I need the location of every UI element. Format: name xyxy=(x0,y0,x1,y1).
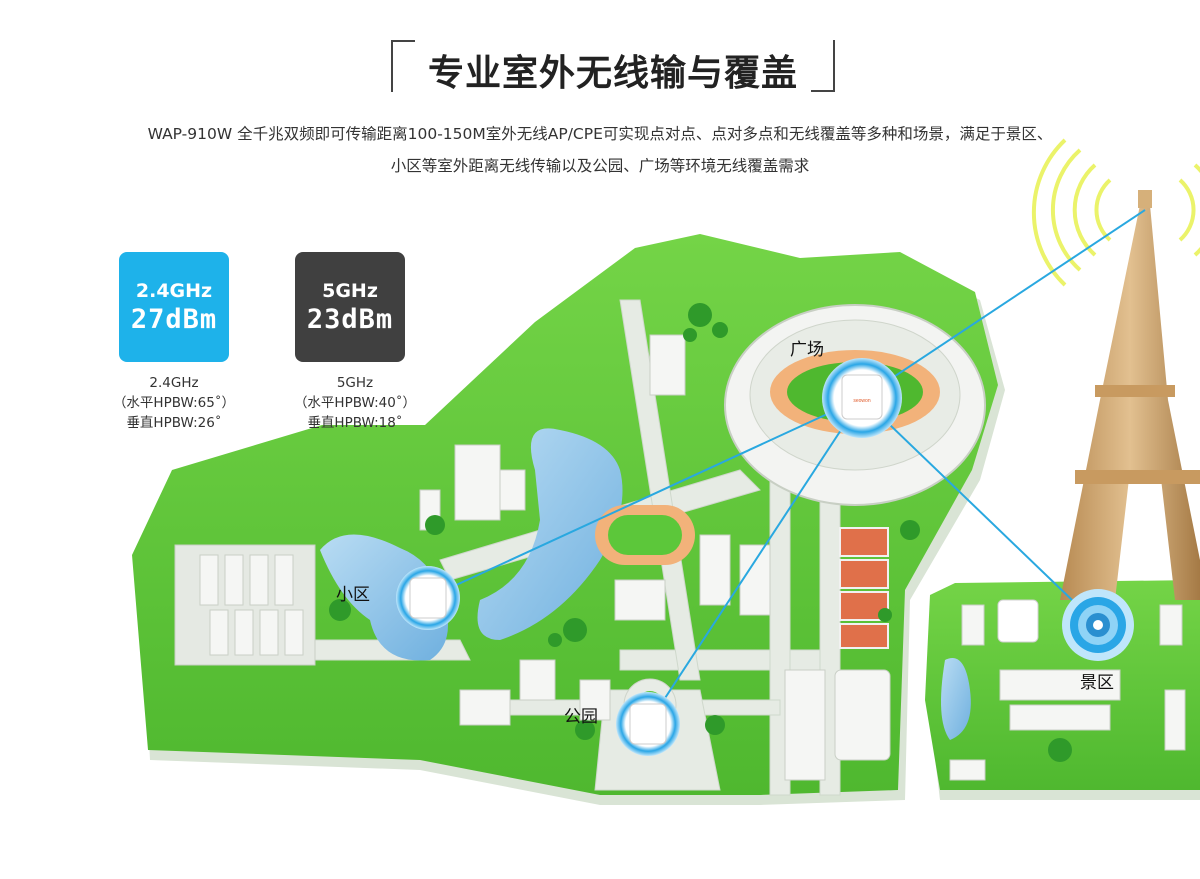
spec-2g-vertical: 垂直HPBW:26˚ xyxy=(126,415,222,431)
spec-2g-horizontal: （水平HPBW:65˚） xyxy=(112,395,236,411)
spec-5g-frequency: 5GHz xyxy=(336,375,374,391)
badge-5g-frequency: 5GHz xyxy=(322,280,378,302)
description-line-2: 小区等室外距离无线传输以及公园、广场等环境无线覆盖需求 xyxy=(390,157,810,175)
label-park: 公园 xyxy=(564,707,598,727)
tower-illustration xyxy=(1060,190,1200,600)
spec-5g-horizontal: （水平HPBW:40˚） xyxy=(293,395,417,411)
label-plaza: 广场 xyxy=(790,340,824,360)
small-field xyxy=(608,515,682,555)
water-river xyxy=(477,428,623,640)
badge-2g-power: 27dBm xyxy=(130,304,218,335)
device-scenic xyxy=(997,599,1039,643)
scenic-target-icon xyxy=(1062,589,1134,661)
section-title: 专业室外无线输与覆盖 xyxy=(427,53,798,94)
label-scenic: 景区 xyxy=(1080,673,1114,693)
band-spec-5g: 5GHz （水平HPBW:40˚） 垂直HPBW:18˚ xyxy=(280,373,430,433)
title-bracket-left xyxy=(391,40,415,92)
water-lake xyxy=(320,534,448,661)
signal-arcs xyxy=(1031,138,1200,287)
ap-community xyxy=(396,566,460,630)
band-spec-2g: 2.4GHz （水平HPBW:65˚） 垂直HPBW:26˚ xyxy=(99,373,249,433)
svg-text:seowon: seowon xyxy=(853,398,870,404)
tennis-courts xyxy=(839,527,889,649)
ap-park xyxy=(616,692,680,756)
wireless-links xyxy=(427,209,1146,725)
scenic-water xyxy=(941,658,971,740)
badge-2g-frequency: 2.4GHz xyxy=(135,280,213,302)
band-badge-5g: 5GHz 23dBm xyxy=(295,252,405,362)
section-description: WAP-910W 全千兆双频即可传输距离100-150M室外无线AP/CPE可实… xyxy=(60,118,1140,182)
badge-5g-power: 23dBm xyxy=(306,304,394,335)
community-buildings xyxy=(174,444,526,666)
title-bracket-right xyxy=(811,40,835,92)
band-badge-2g: 2.4GHz 27dBm xyxy=(119,252,229,362)
ap-plaza: seowon xyxy=(822,358,902,438)
central-buildings xyxy=(459,334,891,781)
spec-2g-frequency: 2.4GHz xyxy=(149,375,199,391)
description-line-1: WAP-910W 全千兆双频即可传输距离100-150M室外无线AP/CPE可实… xyxy=(147,125,1053,143)
spec-5g-vertical: 垂直HPBW:18˚ xyxy=(307,415,403,431)
label-community: 小区 xyxy=(336,585,370,605)
trees xyxy=(329,303,1072,762)
scenic-buildings xyxy=(949,604,1186,781)
section-title-frame: 专业室外无线输与覆盖 xyxy=(391,40,835,96)
